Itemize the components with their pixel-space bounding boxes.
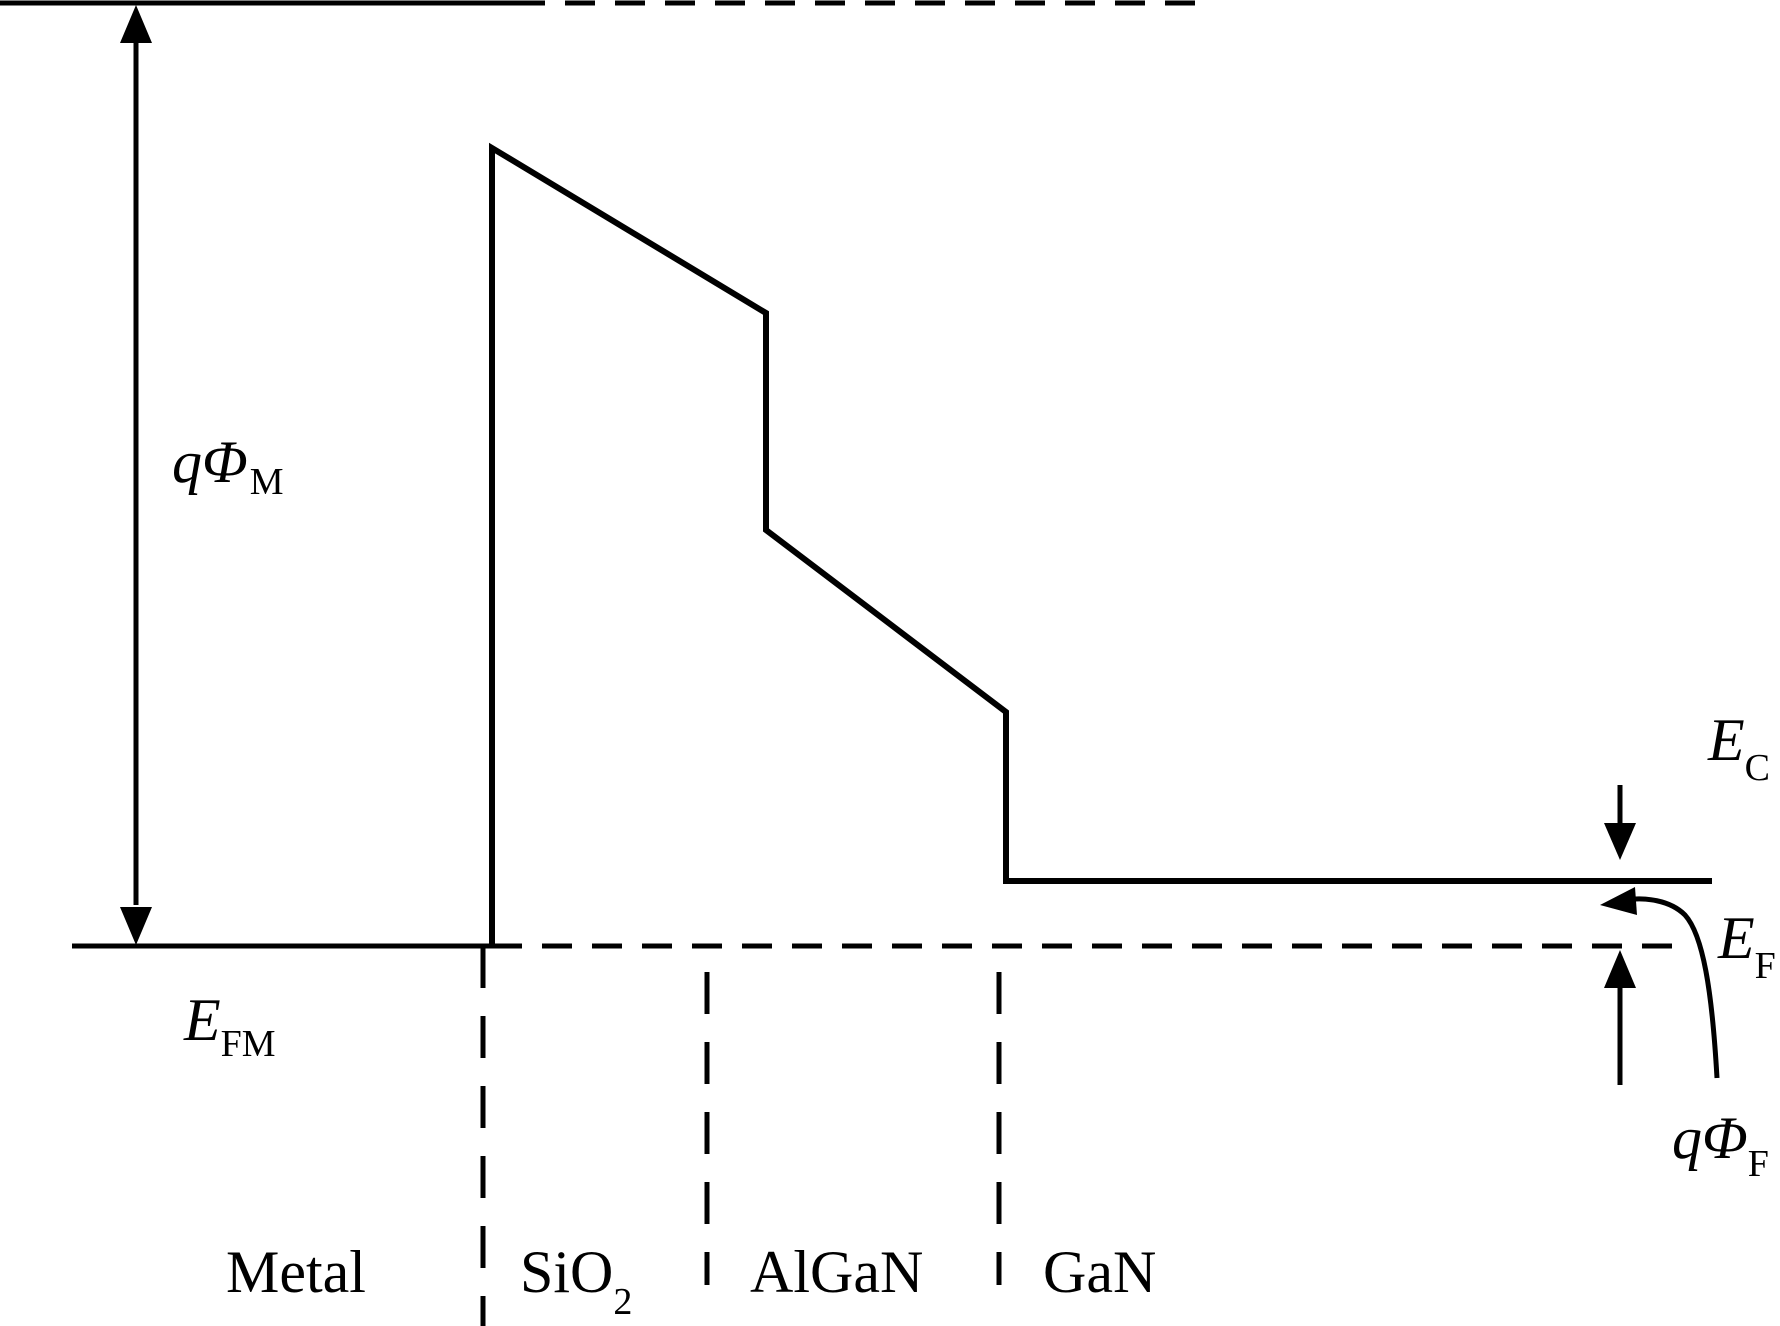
work-function-metal-label: qΦM	[172, 429, 283, 503]
fermi-potential-label: qΦF	[1672, 1105, 1769, 1185]
work-function-arrow-head-down	[120, 907, 152, 945]
work-function-arrow-head-up	[120, 5, 152, 43]
conduction-band-label: EC	[1707, 707, 1770, 789]
region-label-metal: Metal	[226, 1239, 366, 1305]
region-label-gan: GaN	[1043, 1239, 1156, 1305]
fermi-potential-leader	[1624, 896, 1720, 1079]
region-label-algan: AlGaN	[750, 1239, 923, 1305]
ec-arrow-head	[1604, 823, 1636, 860]
ef-arrow-head	[1604, 950, 1636, 988]
region-label-oxide: SiO2	[520, 1239, 632, 1323]
fermi-potential-leader-head	[1600, 887, 1637, 915]
metal-fermi-label: EFM	[183, 987, 276, 1065]
fermi-level-label: EF	[1717, 905, 1776, 987]
conduction-band-profile	[489, 142, 1712, 946]
